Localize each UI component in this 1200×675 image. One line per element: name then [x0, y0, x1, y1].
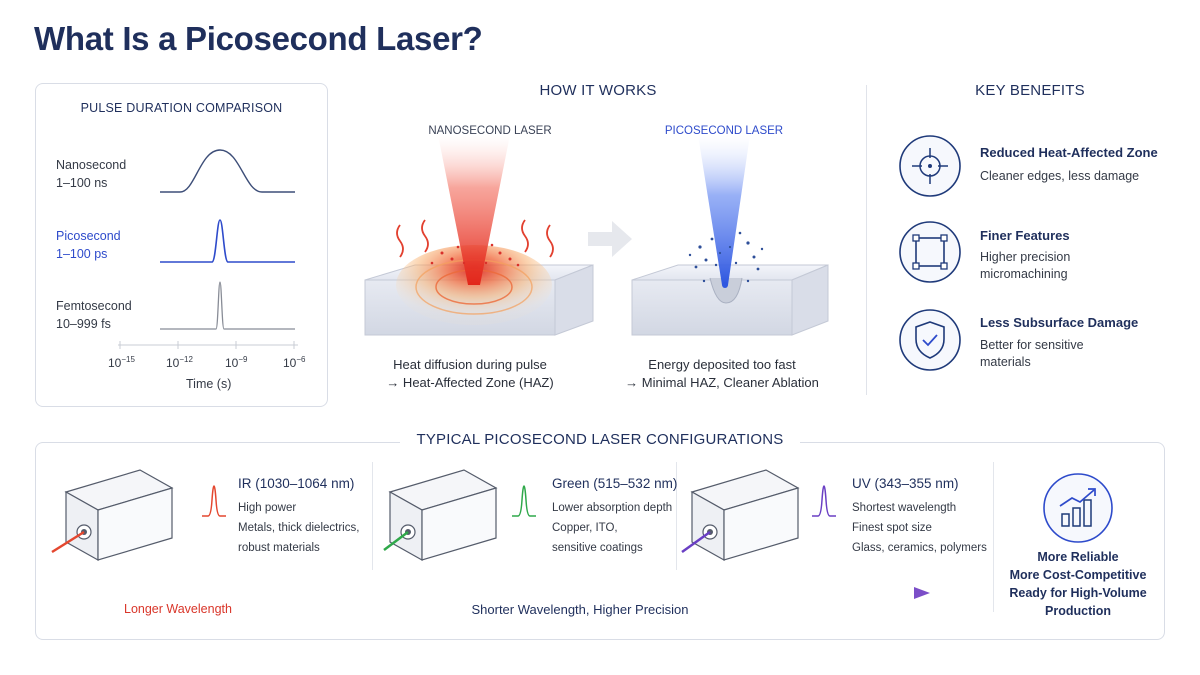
ir-pulse [202, 485, 226, 517]
config-ir-line-3: robust materials [238, 542, 320, 554]
row-nanosecond-name: Nanosecond [56, 158, 127, 172]
heat-wave-2 [421, 219, 429, 253]
nanosecond-beam [438, 135, 510, 285]
config-green-line-1: Lower absorption depth [552, 502, 673, 514]
outcome-line-1: More Reliable [1037, 550, 1119, 564]
benefit-desc-3b: materials [980, 355, 1031, 369]
row-femtosecond-range: 10–999 fs [56, 317, 111, 331]
picosecond-beam [698, 135, 750, 285]
ablation-crater [709, 277, 743, 304]
config-ir-title: IR (1030–1064 nm) [238, 476, 355, 491]
picosecond-block-front [631, 279, 793, 336]
how-it-works-heading: HOW IT WORKS [539, 82, 657, 99]
config-green-line-3: sensitive coatings [552, 542, 643, 554]
nanosecond-pulse-curve [160, 149, 295, 193]
benefit-title-2: Finer Features [980, 228, 1070, 243]
green-laser-device [383, 469, 536, 562]
nanosecond-caption-2: → Heat-Affected Zone (HAZ) [386, 375, 554, 390]
green-beam [383, 531, 409, 551]
section-divider [866, 85, 867, 395]
tick-label-3: 10−9 [225, 355, 248, 370]
nanosecond-laser-label: NANOSECOND LASER [428, 125, 552, 137]
wavelength-arrow [94, 587, 930, 599]
outcome-line-4: Production [1045, 604, 1111, 618]
config-uv-line-1: Shortest wavelength [852, 502, 957, 514]
nanosecond-caption-1: Heat diffusion during pulse [393, 357, 547, 372]
heat-wave-1 [396, 224, 404, 258]
pulse-duration-panel [35, 83, 328, 407]
shield-check-icon [899, 309, 961, 371]
key-benefits-heading: KEY BENEFITS [975, 82, 1085, 99]
configurations-heading: TYPICAL PICOSECOND LASER CONFIGURATIONS [400, 431, 800, 448]
shorter-wavelength-label: Shorter Wavelength, Higher Precision [471, 602, 689, 617]
femtosecond-pulse-curve [160, 281, 295, 330]
uv-pulse [812, 485, 836, 517]
frame-icon [899, 221, 961, 283]
outcome-line-3: Ready for High-Volume [1009, 586, 1147, 600]
time-axis-label: Time (s) [186, 377, 232, 391]
benefit-icons [899, 135, 961, 371]
tick-label-2: 10−12 [166, 355, 193, 370]
config-ir-line-1: High power [238, 502, 297, 514]
pulse-panel-heading: PULSE DURATION COMPARISON [80, 101, 283, 115]
laser-devices [51, 469, 836, 562]
row-femtosecond-name: Femtosecond [56, 299, 132, 313]
config-uv-title: UV (343–355 nm) [852, 476, 959, 491]
tick-label-1: 10−15 [108, 355, 135, 370]
uv-laser-device [681, 469, 836, 562]
config-green-line-2: Copper, ITO, [552, 522, 618, 534]
heat-wave-3 [521, 219, 529, 253]
benefit-title-3: Less Subsurface Damage [980, 315, 1139, 330]
picosecond-caption-2: → Minimal HAZ, Cleaner Ablation [625, 375, 819, 390]
ir-beam [51, 530, 85, 554]
picosecond-pulse-curve [160, 219, 295, 263]
outcome-line-2: More Cost-Competitive [1009, 568, 1147, 582]
tick-label-4: 10−6 [283, 355, 306, 370]
page-title: What Is a Picosecond Laser? [34, 20, 483, 57]
transition-arrow [588, 221, 632, 257]
growth-chart-icon [1043, 473, 1113, 543]
ir-laser-device [51, 469, 226, 562]
uv-beam [681, 530, 711, 554]
pulse-curves [118, 149, 298, 349]
picosecond-caption-1: Energy deposited too fast [648, 357, 796, 372]
longer-wavelength-label: Longer Wavelength [124, 602, 232, 616]
config-ir-line-2: Metals, thick dielectrics, [238, 522, 360, 534]
config-uv-line-3: Glass, ceramics, polymers [852, 542, 987, 554]
heat-wave-4 [546, 224, 554, 258]
row-picosecond-range: 1–100 ps [56, 247, 108, 261]
how-it-works-illustration [364, 135, 829, 336]
target-icon [899, 135, 961, 197]
row-nanosecond-range: 1–100 ns [56, 176, 108, 190]
green-pulse [512, 485, 536, 517]
benefit-desc-3a: Better for sensitive [980, 338, 1084, 352]
benefit-desc-2b: micromachining [980, 267, 1068, 281]
benefit-desc-2a: Higher precision [980, 250, 1071, 264]
benefit-desc-1a: Cleaner edges, less damage [980, 169, 1140, 183]
benefit-title-1: Reduced Heat-Affected Zone [980, 145, 1158, 160]
picosecond-laser-label: PICOSECOND LASER [664, 125, 784, 137]
configurations-panel [35, 442, 1165, 640]
config-uv-line-2: Finest spot size [852, 522, 932, 534]
row-picosecond-name: Picosecond [56, 229, 121, 243]
config-green-title: Green (515–532 nm) [552, 476, 678, 491]
